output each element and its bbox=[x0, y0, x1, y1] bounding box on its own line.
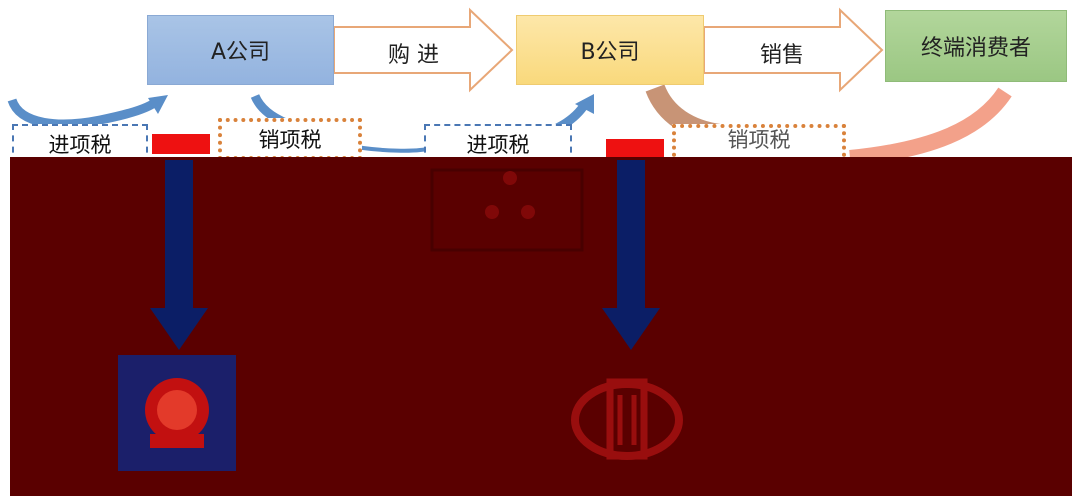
consumer-curve bbox=[849, 87, 1012, 166]
b-left-curve-head bbox=[575, 94, 594, 114]
a-left-curve bbox=[7, 96, 162, 129]
b-tax-bar bbox=[606, 139, 664, 159]
a-input-tax-label: 进项税 bbox=[48, 133, 112, 157]
consumer-box: 终端消费者 bbox=[885, 10, 1067, 82]
a-left-curve-head bbox=[148, 95, 168, 114]
a-output-tax-label: 销项税 bbox=[258, 128, 322, 152]
down-arrow-left bbox=[150, 160, 208, 350]
b-output-tax-label: 销项税 bbox=[727, 128, 791, 152]
company-a-label: A公司 bbox=[210, 40, 271, 65]
consumer-label: 终端消费者 bbox=[920, 36, 1031, 61]
purchase-label: 购 进 bbox=[388, 43, 439, 68]
sales-label: 销售 bbox=[760, 43, 805, 68]
company-a-box: A公司 bbox=[147, 15, 334, 85]
company-b-label: B公司 bbox=[580, 40, 640, 65]
emblem-icon bbox=[118, 355, 236, 471]
b-input-tax-label: 进项税 bbox=[466, 133, 530, 157]
sales-arrow bbox=[703, 7, 884, 93]
purchase-arrow bbox=[333, 7, 514, 93]
down-arrow-right bbox=[602, 160, 660, 350]
tax-bureau-icon bbox=[571, 378, 683, 460]
a-tax-bar bbox=[152, 134, 210, 154]
faint-center-graphic bbox=[430, 168, 584, 252]
company-b-box: B公司 bbox=[516, 15, 704, 85]
